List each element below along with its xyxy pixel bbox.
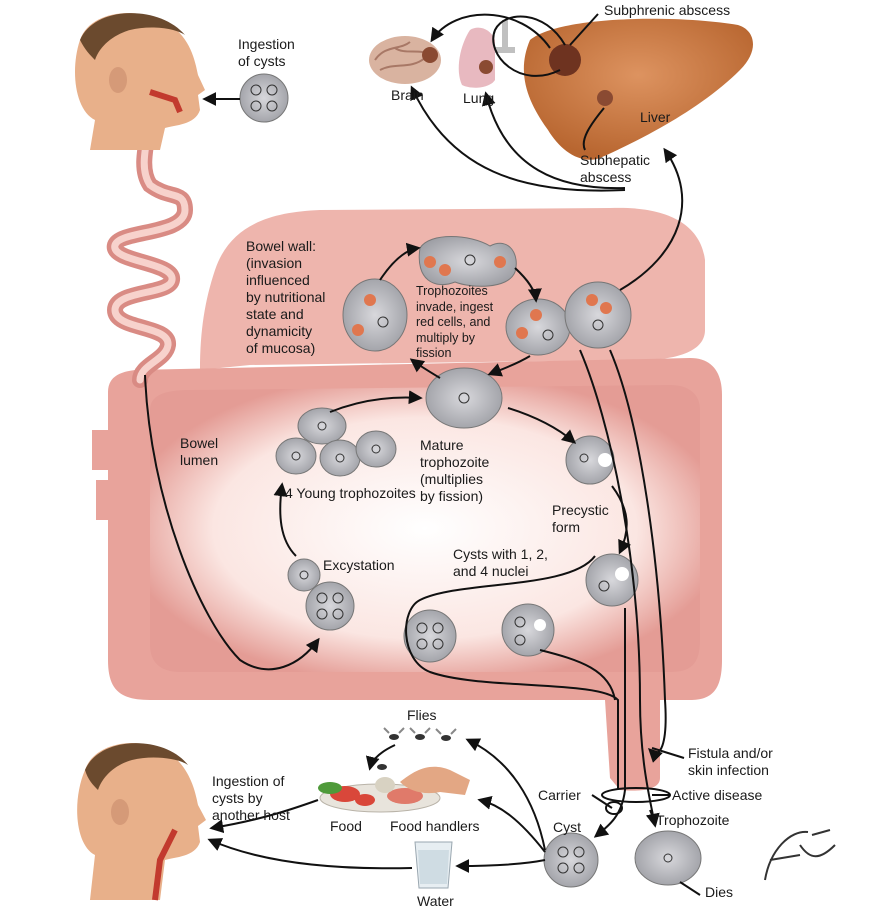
liver-organ [523,18,753,160]
label-dies: Dies [705,884,734,900]
path-wall-to-fistula [609,349,667,763]
label-trophozoite: Trophozoite [656,812,730,828]
label-trophozoites-invade: Trophozoites invade, ingest red cells, a… [416,284,494,360]
label-food-handlers: Food handlers [390,818,480,834]
arrow-young-to-mature [329,390,423,413]
line-carrier [591,794,613,809]
trophozoite-dividing [418,236,517,287]
path-wall-to-active [579,349,660,828]
label-excystation: Excystation [323,557,395,573]
label-lung: Lung [463,90,495,106]
lung-organ [458,20,515,88]
arrow-right-to-lumen [487,355,531,377]
trophozoite-with-red-cells-right [505,298,571,356]
brain-organ [369,36,441,84]
excystation-cell-small [287,558,321,592]
path-flies-to-food [365,744,396,771]
intestine-tube-inner [111,116,189,384]
path-water-to-mouth [207,838,413,870]
label-flies: Flies [407,707,437,723]
bowel-side-tab-lower [96,480,108,520]
path-precystic-to-carrier [405,555,619,790]
artist-signature [764,829,836,881]
young-trophozoite-3 [319,439,361,477]
carrier-ring [605,801,623,815]
arrow-wall-left-to-dividing [379,242,421,281]
arrow-dividing-to-right [514,267,542,303]
excreted-trophozoite [634,830,702,886]
label-bowel-lumen: Bowel lumen [180,435,219,468]
invading-trophozoite [564,281,632,349]
path-cyst2-down [539,649,616,701]
label-cysts-with-nuclei: Cysts with 1, 2, and 4 nuclei [453,546,548,579]
arrow-precystic-to-cyst [611,485,632,555]
ingested-cyst [239,73,289,123]
path-food-to-mouth [209,799,319,834]
excystation-cyst [305,581,355,631]
line-subhepatic [582,107,605,151]
loop-liver-lung [492,15,566,77]
arrow-mature-to-wall [409,358,441,379]
young-trophozoite-2 [275,437,317,475]
host-head-top [75,12,205,150]
arrow-excystation-to-young [273,482,297,557]
label-brain: Brain [391,87,424,103]
young-trophozoite-4 [355,430,397,468]
label-precystic-form: Precystic form [552,502,609,535]
carrier-active-ring [601,787,671,803]
label-active-disease: Active disease [672,787,763,803]
label-ingestion-of-cysts: Ingestion of cysts [238,36,295,69]
arrow-mature-to-precystic [507,407,577,444]
label-bowel-wall: Bowel wall: (invasion influenced by nutr… [246,238,326,356]
water-glass-icon [414,841,453,889]
excreted-cyst [543,832,599,888]
label-water: Water [417,893,454,909]
label-ingestion-by-another-host: Ingestion of cysts by another host [212,773,290,823]
food-handler-hand [400,766,470,795]
path-cyst-to-water [455,858,546,873]
label-cyst: Cyst [553,819,581,835]
precystic-cell [565,435,615,485]
bowel-side-tab [92,430,108,470]
label-liver: Liver [640,109,671,125]
label-food: Food [330,818,362,834]
cyst-two-nuclei [501,603,555,657]
label-fistula: Fistula and/or skin infection [688,745,773,778]
food-plate [318,777,441,813]
label-carrier: Carrier [538,787,581,803]
label-young-trophozoites: 4 Young trophozoites [285,485,416,501]
label-subphrenic-abscess: Subphrenic abscess [604,2,731,18]
path-liver-to-brain [410,85,626,192]
path-cyst-to-flies [465,738,546,851]
path-cyst-to-food-handlers [477,795,546,853]
trophozoite-with-red-cells-left [342,278,408,352]
line-fistula [651,747,685,759]
label-subhepatic-abscess: Subhepatic abscess [580,152,651,185]
cyst-four-nuclei [403,609,457,663]
mature-trophozoite-cell [425,367,503,429]
path-liver-to-lung [481,91,626,190]
path-liver-to-brain-top [430,13,551,49]
line-trophozoite [649,809,656,823]
path-cyst-to-cyst [593,608,626,838]
label-mature-trophozoite: Mature trophozoite (multiplies by fissio… [420,437,490,504]
path-lumen-to-excystation [144,374,320,671]
line-subphrenic [569,13,599,46]
cyst-one-nucleus [585,553,639,607]
host-head-bottom [77,743,207,901]
intestine-tube [106,112,194,388]
path-troph-to-dies [679,881,701,896]
path-wall-to-liver [619,147,684,291]
young-trophozoite-1 [297,407,347,445]
